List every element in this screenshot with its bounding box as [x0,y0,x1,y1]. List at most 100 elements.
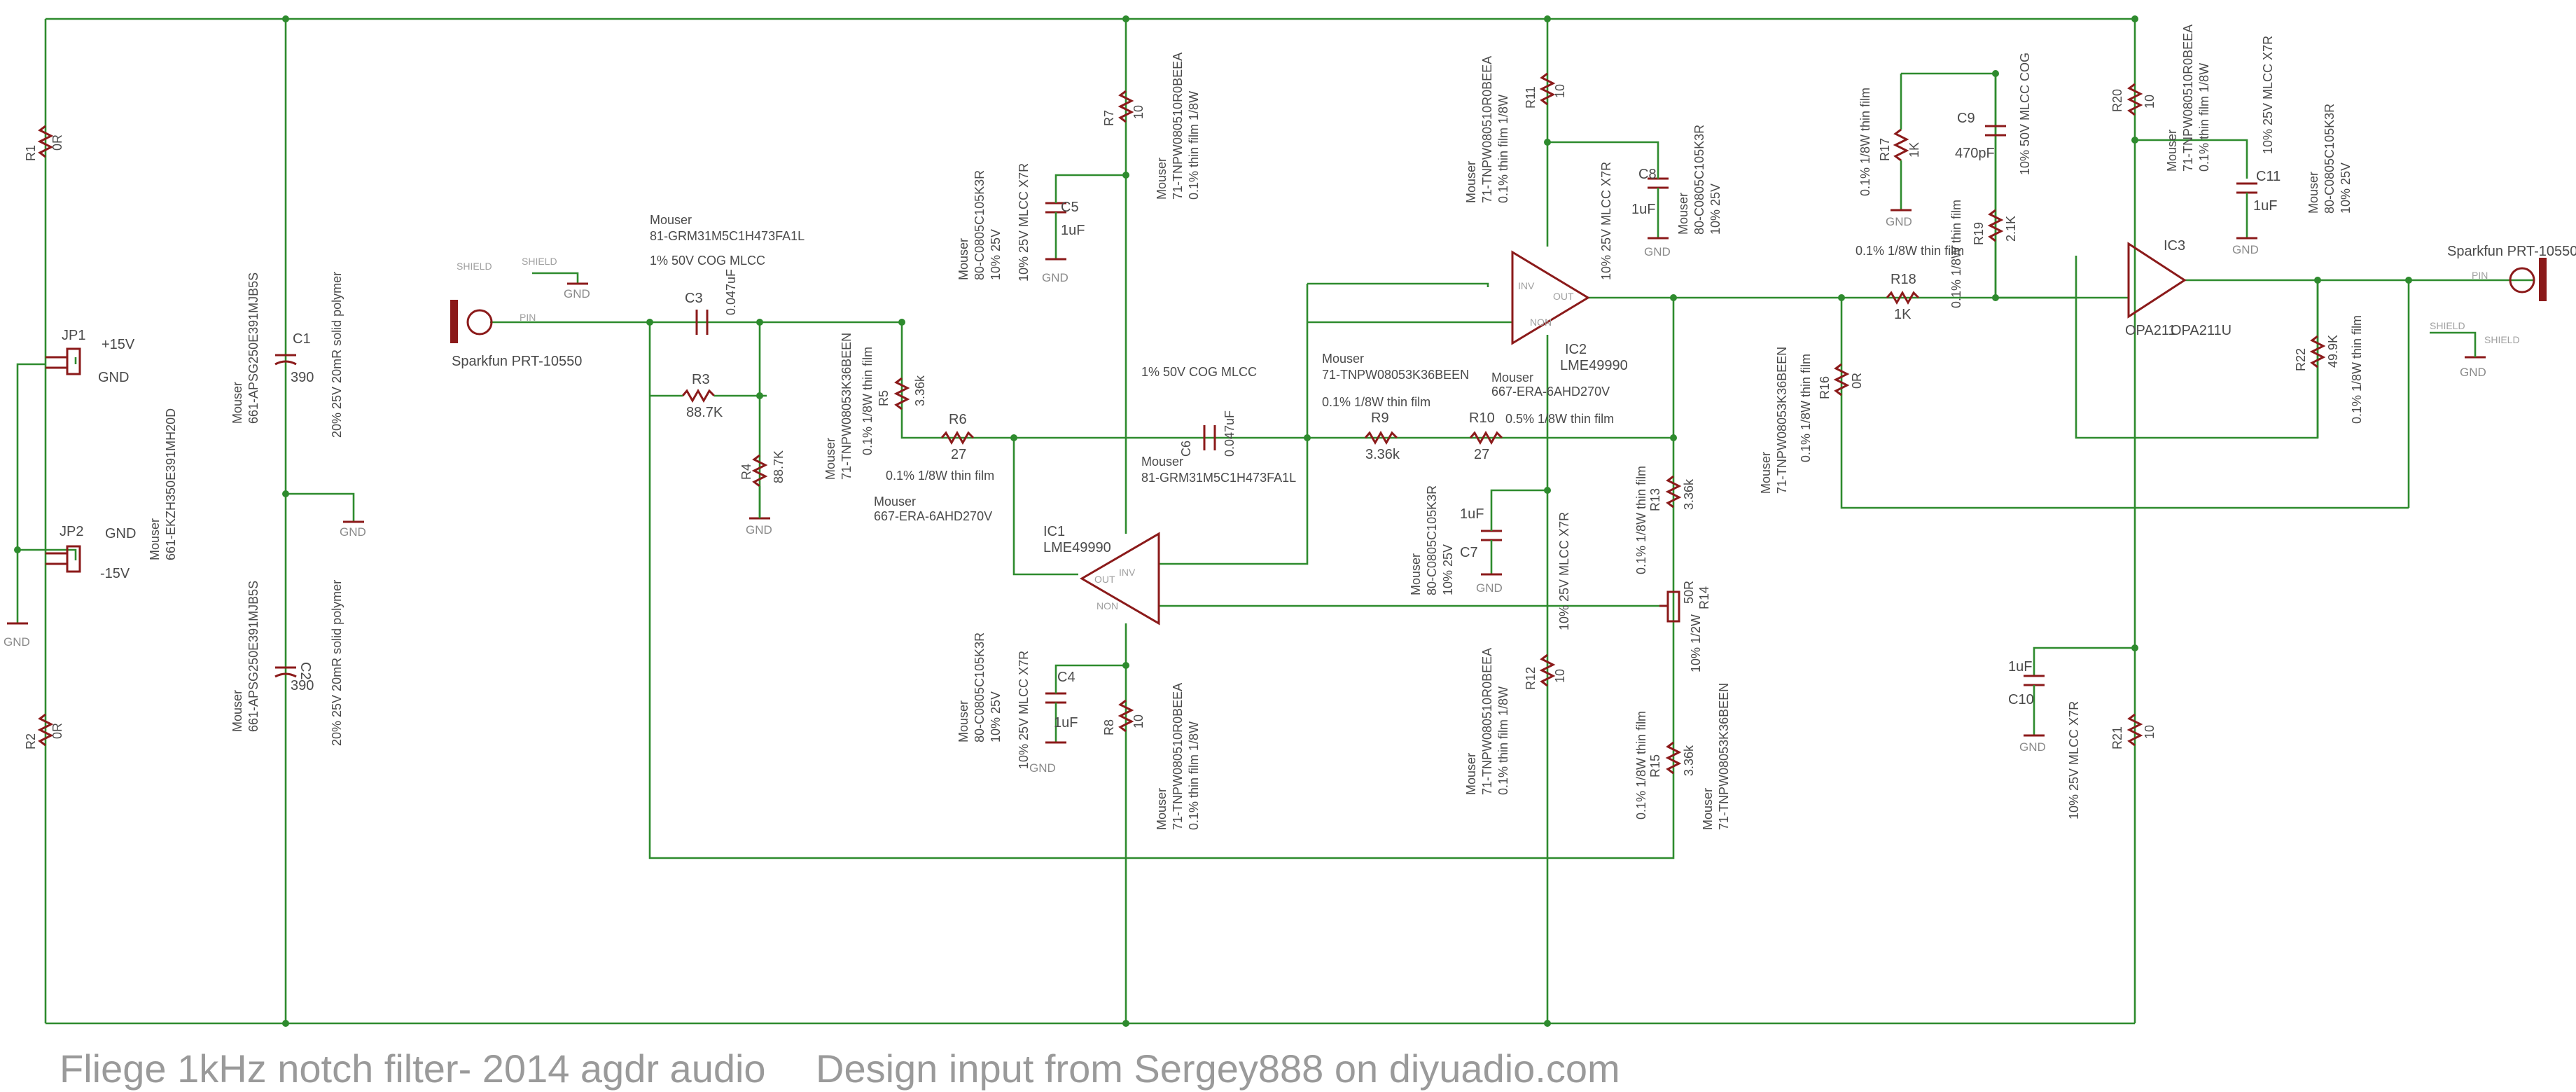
r3-resistor-symbol [681,388,716,403]
r4-gnd-label: GND [746,523,772,537]
ic1-out-pin: OUT [1094,574,1115,585]
r17-ref: R17 [1878,138,1892,161]
r12-resistor-symbol [1539,654,1556,687]
output-shield-net: SHIELD [2430,320,2465,331]
ic3-opamp-symbol [2127,242,2187,319]
r8-value: 10 [1132,714,1146,728]
jp-mouser-part: 661-EKZH350E391MH20D [164,408,178,560]
output-shield-net-2: SHIELD [2484,334,2520,345]
c8-value: 1uF [1631,202,1655,217]
r10-value: 27 [1474,447,1489,462]
r20-desc: 0.1% thin film 1/8W [2197,63,2211,172]
ic2-value: LME49990 [1560,358,1628,373]
c1-capacitor-symbol [274,354,297,366]
c9-desc: 10% 50V MLCC COG [2018,53,2032,175]
r13-desc: 0.1% 1/8W thin film [1634,466,1648,574]
jp2-ref: JP2 [60,524,83,539]
r10-resistor-symbol [1469,430,1503,445]
c8-src: Mouser [1676,193,1690,235]
c7-src: Mouser [1409,553,1423,595]
r11-resistor-symbol [1539,72,1556,106]
output-pin-net: PIN [2472,270,2488,281]
r18-ref: R18 [1891,272,1916,287]
r20-value: 10 [2143,95,2157,109]
r4-ref: R4 [739,464,753,480]
r21-resistor-symbol [2126,713,2143,747]
c9-value: 470pF [1955,146,1995,161]
c5-part: 80-C0805C105K3R [973,170,987,280]
ground-symbols [7,209,2486,744]
psu-gnd-label: GND [4,635,30,649]
c10-gnd-label: GND [2019,740,2046,754]
r8-desc: 0.1% thin film 1/8W [1187,721,1201,830]
r12-part: 71-TNPW080510R0BEEA [1480,648,1494,795]
r11-desc: 0.1% thin film 1/8W [1496,95,1510,203]
c4-gnd-label: GND [1029,761,1056,775]
c3-ref: C3 [685,291,703,306]
r17-value: 1K [1907,142,1921,158]
r8-part: 71-TNPW080510R0BEEA [1171,683,1185,830]
r6-part: 667-ERA-6AHD270V [874,509,992,523]
ic1-opamp-symbol [1080,532,1160,626]
c1-gnd-label: GND [340,525,366,539]
output-jack-label: Sparkfun PRT-10550 [2447,244,2576,259]
r6-value: 27 [951,447,966,462]
c1-value: 390 [291,370,314,385]
r20-ref: R20 [2110,89,2124,112]
r9-desc: 0.1% 1/8W thin film [1322,395,1430,409]
c6-src: Mouser [1141,455,1183,469]
r8-src: Mouser [1155,788,1169,830]
c8-desc: 10% 25V MLCC X7R [1599,162,1613,280]
r9-value: 3.36k [1365,447,1400,462]
c9-ref: C9 [1957,111,1975,126]
c7-gnd-label: GND [1476,581,1503,595]
title-right: Design input from Sergey888 on diyuadio.… [816,1046,1620,1091]
jp-mouser-src: Mouser [148,518,162,560]
r15-value: 3.36k [1682,745,1696,776]
r2-resistor-symbol [37,713,54,747]
ic2-out-pin: OUT [1553,291,1574,302]
ic1-value: LME49990 [1043,540,1111,555]
r9-src: Mouser [1322,352,1364,366]
c4-src: Mouser [956,700,970,742]
jp2-connector-symbol [66,545,81,573]
c3-src: Mouser [650,213,692,227]
c3-capacitor-symbol [695,310,709,335]
r13-value: 3.36k [1682,478,1696,510]
r13-resistor-symbol [1665,475,1682,509]
r18-desc: 0.1% 1/8W thin film [1856,244,1964,258]
r4-resistor-symbol [751,454,768,488]
jp2-minus15-net: -15V [100,566,130,581]
r6-ref: R6 [949,412,967,427]
c7-value: 1uF [1460,506,1484,522]
r7-src: Mouser [1155,158,1169,200]
r10-part: 667-ERA-6AHD270V [1491,385,1610,399]
r17-desc: 0.1% 1/8W thin film [1858,88,1872,196]
r15-src: Mouser [1701,788,1715,830]
r4-value: 88.7K [772,450,786,483]
c6-capacitor-symbol [1203,425,1216,450]
c6-part: 81-GRM31M5C1H473FA1L [1141,471,1296,485]
r11-src: Mouser [1464,161,1478,203]
ic2-inv-pin: INV [1518,280,1535,291]
ic3-ref: IC3 [2164,238,2185,254]
ic3-value: OPA211 [2125,323,2176,338]
c8-ref: C8 [1638,167,1657,182]
output-jack-symbol [2509,258,2547,301]
r7-part: 71-TNPW080510R0BEEA [1171,53,1185,200]
c11-src: Mouser [2306,172,2320,214]
c3-desc: 1% 50V COG MLCC [650,254,765,268]
ic2-opamp-symbol [1511,250,1590,345]
r9-ref: R9 [1371,410,1389,426]
c7-part: 80-C0805C105K3R [1425,485,1439,595]
r5-resistor-symbol [893,377,910,410]
c4-desc: 10% 25V MLCC X7R [1017,651,1031,769]
input-shield-net: SHIELD [457,261,492,272]
r5-value: 3.36k [913,375,927,406]
r11-ref: R11 [1524,86,1538,109]
ic2-non-pin: NON [1530,317,1552,328]
c11-capacitor-symbol [2236,182,2257,194]
input-jack-label: Sparkfun PRT-10550 [452,354,582,369]
r16-value: 0R [1850,373,1864,389]
